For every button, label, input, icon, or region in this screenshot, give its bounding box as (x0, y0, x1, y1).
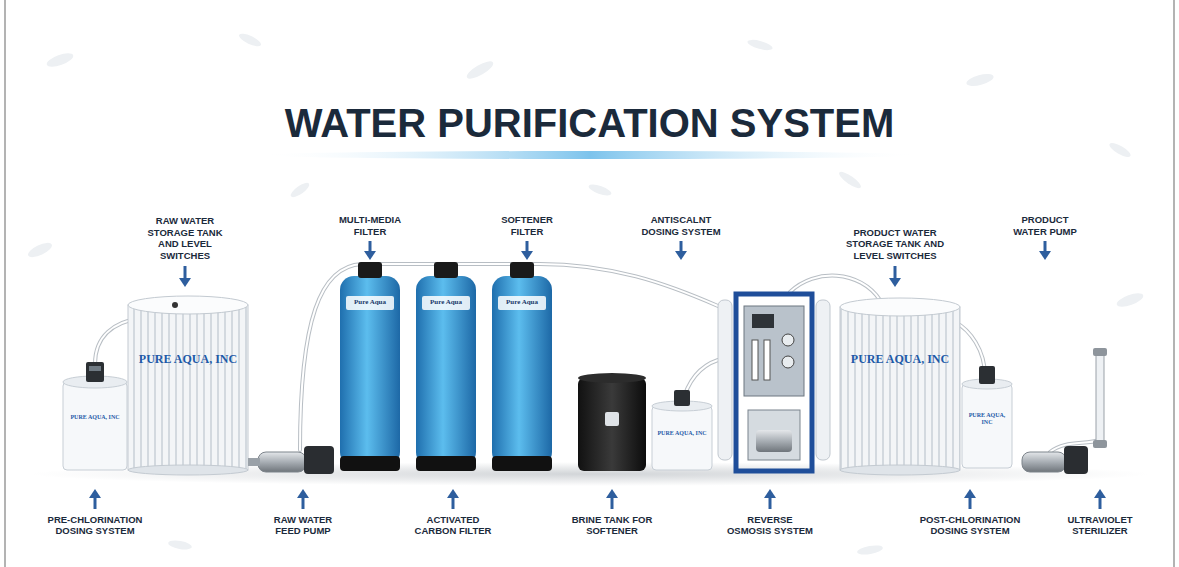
callout-label: RAW WATER STORAGE TANK AND LEVEL SWITCHE… (143, 215, 227, 261)
tank-logo: PURE AQUA, INC (654, 430, 710, 437)
callout-label: RAW WATER FEED PUMP (263, 514, 343, 537)
callout-label: ULTRAVIOLET STERILIZER (1058, 514, 1142, 537)
callout-label: PRE-CHLORINATION DOSING SYSTEM (39, 514, 151, 537)
tank-logo: PURE AQUA, INC (964, 412, 1010, 426)
tank-logo: PURE AQUA, INC (842, 352, 958, 366)
callout-label: ACTIVATED CARBON FILTER (411, 514, 495, 537)
filter-logo: Pure Aqua (422, 298, 470, 306)
filter-logo: Pure Aqua (346, 298, 394, 306)
tank-logo: PURE AQUA, INC (130, 352, 246, 366)
callout-label: PRODUCT WATER STORAGE TANK AND LEVEL SWI… (845, 227, 945, 261)
filter-logo: Pure Aqua (498, 298, 546, 306)
callout-label: PRODUCT WATER PUMP (1010, 214, 1080, 237)
callout-label: POST-CHLORINATION DOSING SYSTEM (910, 514, 1030, 537)
callout-label: REVERSE OSMOSIS SYSTEM (725, 514, 815, 537)
callout-label: ANTISCALNT DOSING SYSTEM (639, 214, 723, 237)
callout-label: SOFTENER FILTER (492, 214, 562, 237)
callout-label: MULTI-MEDIA FILTER (335, 214, 405, 237)
callout-label: BRINE TANK FOR SOFTENER (570, 514, 654, 537)
tank-logo: PURE AQUA, INC (65, 414, 125, 421)
title: WATER PURIFICATION SYSTEM (0, 100, 1179, 146)
